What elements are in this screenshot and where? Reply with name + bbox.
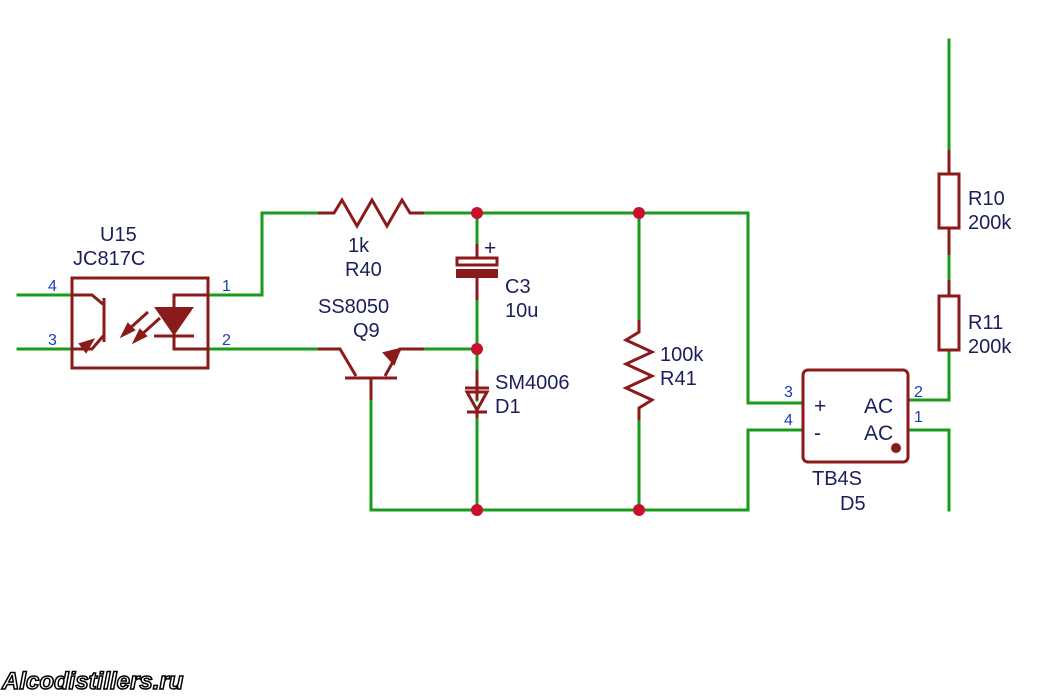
junction-dot [633,207,645,219]
capacitor-c3: + C3 10u [455,237,538,322]
q9-value-label: SS8050 [318,296,389,318]
junction-dot [471,343,483,355]
resistor-r10: R10 200k [937,150,1012,255]
d5-pin-1: 1 [914,409,923,426]
c3-value-label: 10u [505,300,538,322]
d5-value-label: TB4S [812,468,862,490]
transistor-q9: SS8050 Q9 [318,296,424,400]
u15-pin-3: 3 [48,332,57,349]
u15-value-label: JC817C [73,248,145,270]
optocoupler-u15: U15 JC817C 4 3 1 2 [48,224,231,370]
d1-ref-label: D1 [495,396,521,418]
junction-dot [471,504,483,516]
q9-ref-label: Q9 [353,320,380,342]
u15-ref-label: U15 [100,224,137,246]
r40-value-label: 1k [348,235,370,257]
d5-plus-label: + [814,395,826,418]
d5-pin-2: 2 [914,384,923,401]
resistor-r40: 1k R40 [318,196,424,281]
c3-ref-label: C3 [505,276,531,298]
r10-ref-label: R10 [968,188,1005,210]
diode-d1: SM4006 D1 [464,370,570,418]
d5-minus-label: - [814,422,821,445]
resistor-r41: 100k R41 [622,320,704,420]
r11-ref-label: R11 [968,312,1003,334]
r40-ref-label: R40 [345,259,382,281]
junction-dot [633,504,645,516]
bridge-rectifier-d5: 3 4 2 1 + - AC AC TB4S D5 [784,368,923,515]
r10-value-label: 200k [968,212,1012,234]
resistor-r11: R11 200k [937,280,1012,358]
d5-ac-top-label: AC [864,395,893,418]
u15-pin-4: 4 [48,278,57,295]
c3-polarity-mark: + [484,237,496,260]
d5-ref-label: D5 [840,493,866,515]
site-watermark: Alcodistillers.ru [1,667,184,696]
d5-ac-bottom-label: AC [864,422,893,445]
d5-pin-3: 3 [784,384,793,401]
r41-value-label: 100k [660,344,704,366]
junction-dot [471,207,483,219]
r11-value-label: 200k [968,336,1012,358]
r41-ref-label: R41 [660,368,697,390]
junctions [471,207,645,516]
d1-value-label: SM4006 [495,372,570,394]
d5-pin-4: 4 [784,412,793,429]
u15-pin-1: 1 [222,278,231,295]
u15-pin-2: 2 [222,332,231,349]
